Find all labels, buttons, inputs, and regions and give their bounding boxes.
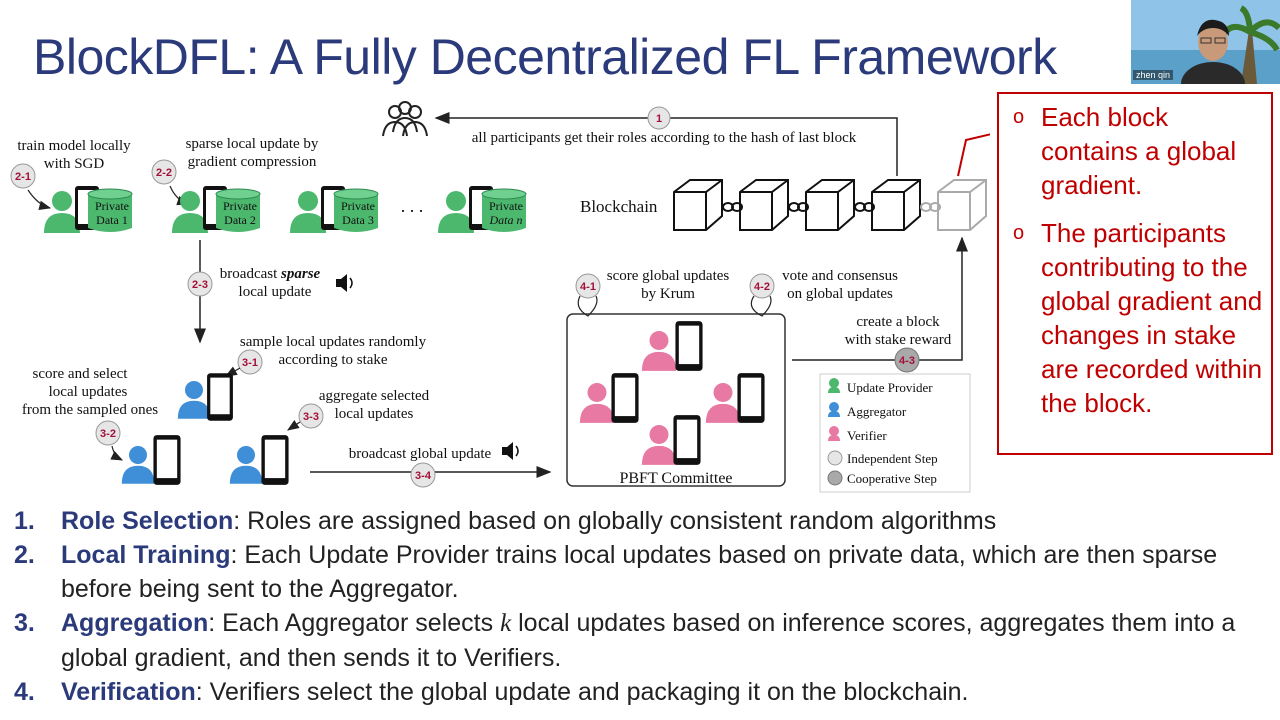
badge-2-2: 2-2: [151, 159, 177, 185]
svg-text:3-2: 3-2: [100, 428, 116, 440]
svg-text:3-4: 3-4: [415, 470, 432, 482]
step31-text-2: according to stake: [278, 352, 387, 368]
step1-arrow: [434, 112, 898, 176]
step23-text-2: local update: [239, 284, 312, 300]
badge-4-2: 4-2: [749, 273, 775, 299]
step42-text-2: on global updates: [787, 286, 893, 302]
webcam-scene: [1131, 0, 1280, 84]
step21-text-1: train model locally: [17, 138, 131, 154]
step41-text-1: score global updates: [607, 268, 730, 284]
svg-text:Data 2: Data 2: [224, 213, 256, 227]
webcam-video: zhen qin: [1131, 0, 1280, 84]
badge-4-3: 4-3: [894, 347, 920, 373]
step32-text-2: local updates: [49, 384, 128, 400]
svg-text:Private: Private: [489, 199, 523, 213]
participants-icon: [382, 101, 428, 137]
aggregator-selector: [121, 435, 181, 485]
step22-text-2: gradient compression: [188, 154, 317, 170]
update-provider-3: Private Data 3: [290, 186, 379, 233]
step33-text-2: local updates: [335, 406, 414, 422]
step31-text-1: sample local updates randomly: [240, 334, 427, 350]
aggregator-combiner: [229, 435, 289, 485]
svg-text:Data n: Data n: [489, 213, 523, 227]
update-provider-2: Private Data 2: [172, 186, 261, 233]
blockdfl-diagram: 1 all participants get their roles accor…: [10, 101, 990, 493]
ellipsis: . . .: [401, 196, 424, 216]
svg-text:Independent Step: Independent Step: [847, 451, 938, 466]
svg-text:Verifier: Verifier: [847, 428, 887, 443]
step34-text: broadcast global update: [349, 446, 492, 462]
step23-text-1: broadcast sparse: [220, 266, 321, 282]
legend-verifier: Verifier: [828, 426, 887, 443]
legend: Update Provider Aggregator Verifier Inde…: [819, 373, 971, 493]
svg-text:2-1: 2-1: [15, 171, 31, 183]
step32-text-1: score and select: [33, 366, 129, 382]
step43-arrow: [792, 236, 968, 361]
circle-bullet-icon: o: [1013, 222, 1025, 244]
step1-text: all participants get their roles accordi…: [472, 130, 857, 146]
svg-text:Update Provider: Update Provider: [847, 380, 933, 395]
webcam-name-label: zhen qin: [1133, 70, 1174, 80]
svg-text:Cooperative Step: Cooperative Step: [847, 471, 937, 486]
svg-text:Data 3: Data 3: [342, 213, 374, 227]
svg-text:Private: Private: [95, 199, 129, 213]
pbft-committee-label: PBFT Committee: [619, 470, 732, 487]
badge-3-4: 3-4: [410, 462, 436, 488]
badge-1: 1: [647, 106, 671, 130]
step-item-4: 4.Verification: Verifiers select the glo…: [14, 678, 969, 706]
svg-text:1: 1: [656, 113, 662, 125]
svg-text:3-1: 3-1: [242, 357, 258, 369]
callout-pointer: [957, 133, 990, 177]
svg-text:2-2: 2-2: [156, 167, 172, 179]
svg-text:4-2: 4-2: [754, 281, 770, 293]
step41-text-2: by Krum: [641, 286, 695, 302]
svg-text:4-1: 4-1: [580, 281, 596, 293]
step-item-2: 2.Local Training: Each Update Provider t…: [14, 541, 1218, 603]
badge-3-1: 3-1: [237, 349, 263, 375]
speaker-icon: [336, 274, 353, 292]
blockchain: [673, 179, 987, 231]
circle-bullet-icon: o: [1013, 106, 1025, 128]
badge-2-1: 2-1: [10, 163, 36, 189]
update-provider-1: Private Data 1: [44, 186, 133, 233]
svg-text:Private: Private: [341, 199, 375, 213]
svg-text:3-3: 3-3: [303, 411, 319, 423]
svg-text:4-3: 4-3: [899, 355, 915, 367]
step33-text-1: aggregate selected: [319, 388, 430, 404]
step43-text-1: create a block: [856, 314, 940, 330]
badge-4-1: 4-1: [575, 273, 601, 299]
legend-aggregator: Aggregator: [828, 402, 907, 419]
badge-3-3: 3-3: [298, 403, 324, 429]
blockchain-label: Blockchain: [580, 197, 658, 216]
update-provider-n: Private Data n: [438, 186, 527, 233]
step-item-1: 1.Role Selection: Roles are assigned bas…: [14, 507, 997, 535]
step43-text-2: with stake reward: [845, 332, 952, 348]
legend-cooperative-step: Cooperative Step: [827, 470, 937, 486]
step32-text-3: from the sampled ones: [22, 402, 158, 418]
steps-list: 1.Role Selection: Roles are assigned bas…: [14, 504, 1276, 709]
svg-text:Aggregator: Aggregator: [847, 404, 907, 419]
legend-update-provider: Update Provider: [828, 378, 933, 395]
step42-text-1: vote and consensus: [782, 268, 898, 284]
step22-text-1: sparse local update by: [186, 136, 319, 152]
pbft-committee-box: [566, 313, 786, 487]
badge-3-2: 3-2: [95, 420, 121, 446]
slide-title: BlockDFL: A Fully Decentralized FL Frame…: [33, 29, 1057, 85]
legend-independent-step: Independent Step: [827, 450, 938, 466]
svg-text:2-3: 2-3: [192, 279, 208, 291]
svg-text:Data 1: Data 1: [96, 213, 128, 227]
aggregator-sampler: [177, 373, 233, 421]
step-item-3: 3.Aggregation: Each Aggregator selects k…: [14, 609, 1236, 672]
speaker-icon-2: [502, 442, 519, 460]
badge-2-3: 2-3: [187, 271, 213, 297]
svg-text:Private: Private: [223, 199, 257, 213]
step21-text-2: with SGD: [44, 156, 105, 172]
